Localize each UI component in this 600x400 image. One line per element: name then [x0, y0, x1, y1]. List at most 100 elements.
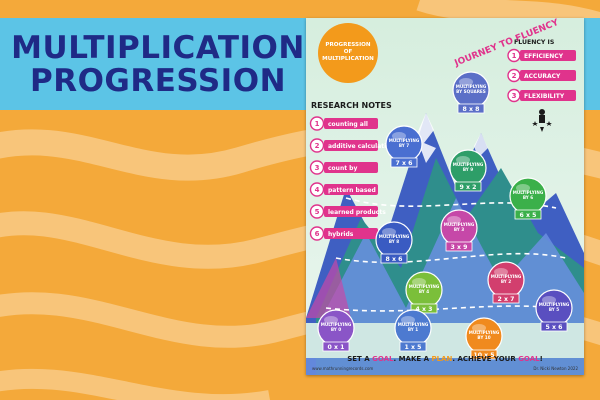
fluency-label: FLEXIBILITY — [524, 93, 565, 100]
station-fact-box — [445, 241, 473, 252]
station-fact: 7 x 6 — [396, 160, 413, 167]
research-note-item: 2 additive calculation — [309, 138, 395, 153]
station-fact: 5 x 6 — [546, 324, 563, 331]
station-shine — [516, 184, 530, 192]
research-notes-list: 1 counting all 2 additive calculation 3 count… — [309, 116, 395, 241]
station-fact: 10 x 5 — [473, 352, 494, 359]
station-shine — [447, 216, 461, 224]
author: Dr. Nicki Newton 2022 — [533, 366, 578, 371]
fluency-number: 2 — [512, 72, 517, 80]
fluency-number: 1 — [512, 52, 517, 60]
station-shine — [392, 132, 406, 140]
station-fact: 3 x 9 — [451, 244, 468, 251]
station-fact-box — [390, 157, 418, 168]
note-label: additive calculation — [328, 143, 395, 150]
title-line-1: MULTIPLICATION — [11, 30, 305, 66]
note-pill — [324, 228, 378, 239]
note-pill — [324, 184, 378, 195]
note-label: hybrids — [328, 231, 354, 238]
snow-cap — [416, 113, 436, 163]
station-shine — [382, 228, 396, 236]
station-shine — [401, 316, 415, 324]
note-number-badge — [309, 116, 325, 131]
note-number: 4 — [315, 186, 320, 194]
note-number: 3 — [315, 164, 320, 172]
station-fact: 8 x 6 — [386, 256, 403, 263]
station-fact-box — [399, 341, 427, 352]
station-fact-box — [454, 181, 482, 192]
note-label: learned products — [328, 209, 386, 216]
station-fact: 4 x 3 — [416, 306, 433, 313]
note-pill — [324, 162, 378, 173]
fluency-number-badge — [507, 48, 521, 63]
station-shine — [494, 268, 508, 276]
station-fact: 1 x 5 — [405, 344, 422, 351]
station-shine — [472, 324, 486, 332]
fluency-item: 1 EFFICIENCY — [507, 48, 576, 63]
note-pill — [324, 206, 378, 217]
note-pill — [324, 140, 378, 151]
note-pill — [324, 118, 378, 129]
research-notes-title: RESEARCH NOTES — [311, 101, 392, 110]
station-fact-box — [470, 349, 498, 360]
note-number-badge — [309, 138, 325, 153]
station-fact-box — [380, 253, 408, 264]
fluency-pill — [520, 90, 576, 101]
station-fact-box — [540, 321, 568, 332]
fluency-number-badge — [507, 88, 521, 103]
station-shine — [542, 296, 556, 304]
station-fact-box — [514, 209, 542, 220]
note-number: 1 — [315, 120, 320, 128]
stars-person-icon — [532, 109, 552, 132]
station-fact-box — [492, 293, 520, 304]
fluency-pill — [520, 50, 576, 61]
station-shine — [412, 278, 426, 286]
research-note-item: 3 count by — [309, 160, 378, 175]
note-number-badge — [309, 182, 325, 197]
header-circle — [318, 23, 378, 83]
footer-slogan: SET A GOAL. MAKE A PLAN. ACHIEVE YOUR GO… — [347, 355, 543, 363]
station-fact-box — [322, 341, 350, 352]
station-shine — [459, 78, 473, 86]
fluency-label: ACCURACY — [524, 73, 561, 80]
website: www.mathrunningrecords.com — [312, 366, 373, 371]
note-label: count by — [328, 165, 357, 172]
note-label: counting all — [328, 121, 368, 128]
fluency-label: EFFICIENCY — [524, 53, 564, 60]
title-line-2: PROGRESSION — [29, 63, 287, 99]
station-fact: 2 x 7 — [498, 296, 515, 303]
note-number: 2 — [315, 142, 320, 150]
station-fact: 6 x 5 — [520, 212, 537, 219]
mountain-pink — [306, 258, 351, 318]
snow-cap-2 — [474, 133, 488, 158]
page-title: MULTIPLICATION PROGRESSION — [8, 32, 308, 98]
